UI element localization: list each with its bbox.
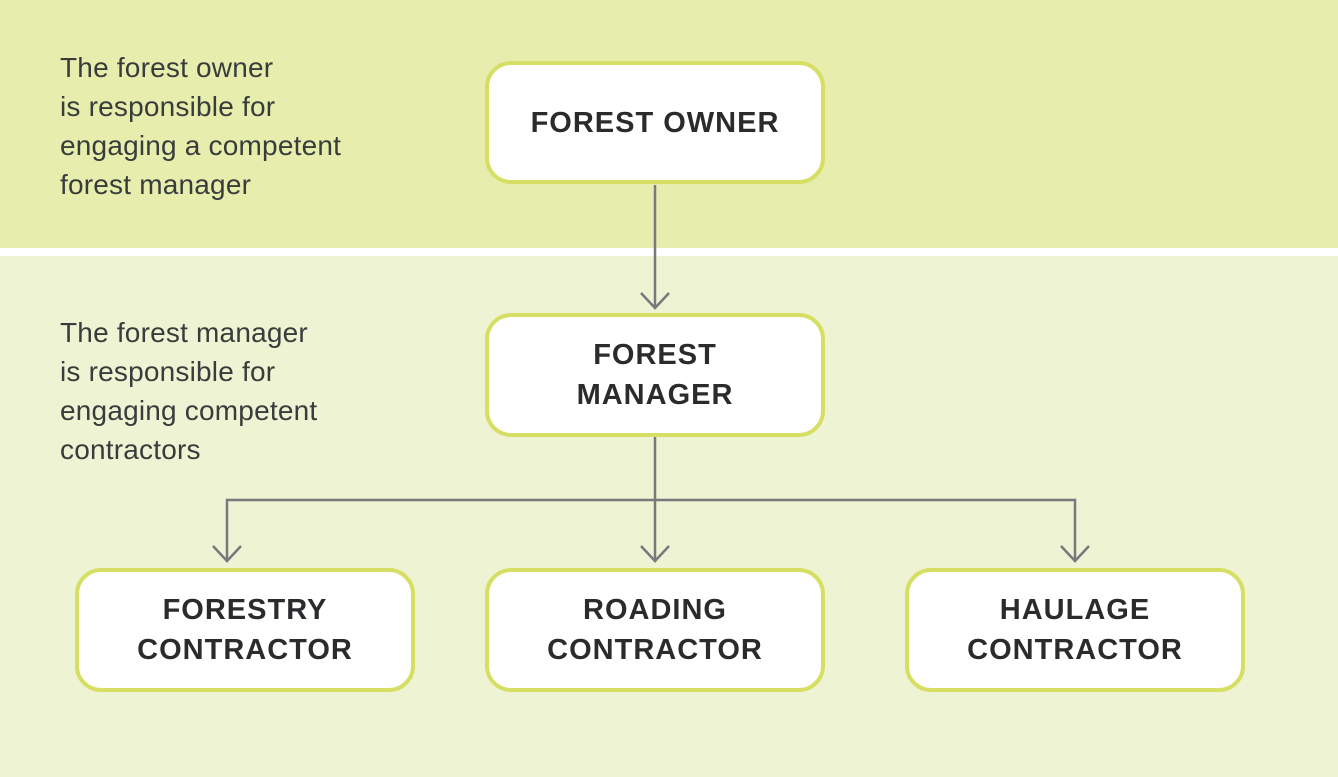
node-forest-owner-label: FOREST OWNER <box>530 106 780 139</box>
band-divider <box>0 248 1338 256</box>
node-roading-contractor: ROADING CONTRACTOR <box>485 568 825 692</box>
manager-responsibility-note: The forest manager is responsible for en… <box>60 317 318 465</box>
node-forestry-contractor: FORESTRY CONTRACTOR <box>75 568 415 692</box>
node-roading-contractor-label: ROADING CONTRACTOR <box>547 594 763 666</box>
node-forest-manager: FOREST MANAGER <box>485 313 825 437</box>
node-haulage-contractor: HAULAGE CONTRACTOR <box>905 568 1245 692</box>
node-forest-owner: FOREST OWNER <box>485 61 825 184</box>
node-haulage-contractor-label: HAULAGE CONTRACTOR <box>967 594 1183 666</box>
node-forest-manager-label: FOREST MANAGER <box>576 339 734 411</box>
owner-responsibility-note: The forest owner is responsible for enga… <box>60 52 342 200</box>
node-forestry-contractor-label: FORESTRY CONTRACTOR <box>137 594 353 666</box>
